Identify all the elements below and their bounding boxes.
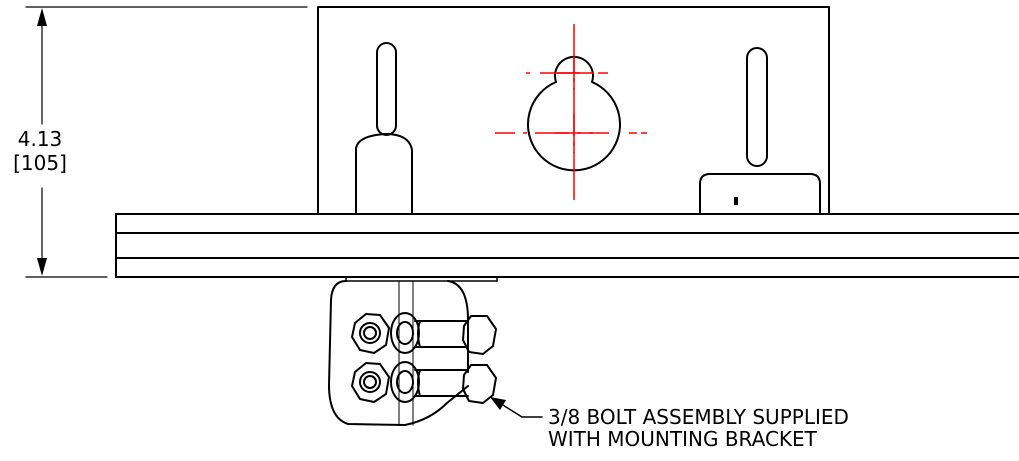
rail-outline	[116, 214, 1019, 277]
dimension-arrow-up	[37, 8, 47, 26]
dimension-arrow-down	[37, 258, 47, 276]
lower-nut-hole-inner	[363, 375, 377, 389]
bolt-assembly-callout: 3/8 BOLT ASSEMBLY SUPPLIED WITH MOUNTING…	[548, 406, 849, 450]
callout-leader	[490, 397, 543, 418]
upper-nut-hole-inner	[363, 326, 377, 340]
keyhole-centerlines	[495, 24, 647, 206]
upper-bolt-shank	[414, 320, 469, 348]
lower-nut-hole	[359, 371, 381, 393]
lower-washer-inner	[396, 370, 414, 394]
callout-line-1: 3/8 BOLT ASSEMBLY SUPPLIED	[548, 405, 849, 429]
upper-bolt-set	[351, 312, 497, 355]
leader-arrow	[490, 397, 506, 410]
clamp-bracket	[328, 276, 498, 426]
rail-channel	[115, 213, 1019, 278]
lower-hex-nut	[351, 362, 390, 403]
keyhole-slot	[527, 55, 621, 172]
callout-line-2: WITH MOUNTING BRACKET	[548, 427, 817, 451]
mounting-plate	[317, 6, 830, 215]
dimension-label: 4.13 [105]	[0, 127, 80, 175]
lower-bolt-shank	[414, 369, 469, 397]
plate-outline	[317, 6, 830, 215]
left-slot	[376, 42, 397, 136]
right-slot	[746, 47, 768, 167]
dimension-millimeters: [105]	[13, 151, 67, 175]
dimension-inches: 4.13	[17, 127, 63, 151]
upper-bolt-head	[462, 315, 497, 355]
small-bracket	[699, 173, 821, 215]
bracket-mark	[734, 197, 738, 205]
lower-bolt-head	[462, 364, 497, 404]
tube-stub	[355, 133, 413, 215]
lower-bolt-set	[351, 361, 497, 404]
leader-line	[497, 401, 543, 418]
upper-hex-nut	[351, 313, 390, 354]
upper-nut-hole	[359, 322, 381, 344]
upper-washer-inner	[396, 321, 414, 345]
height-dimension	[25, 6, 308, 278]
